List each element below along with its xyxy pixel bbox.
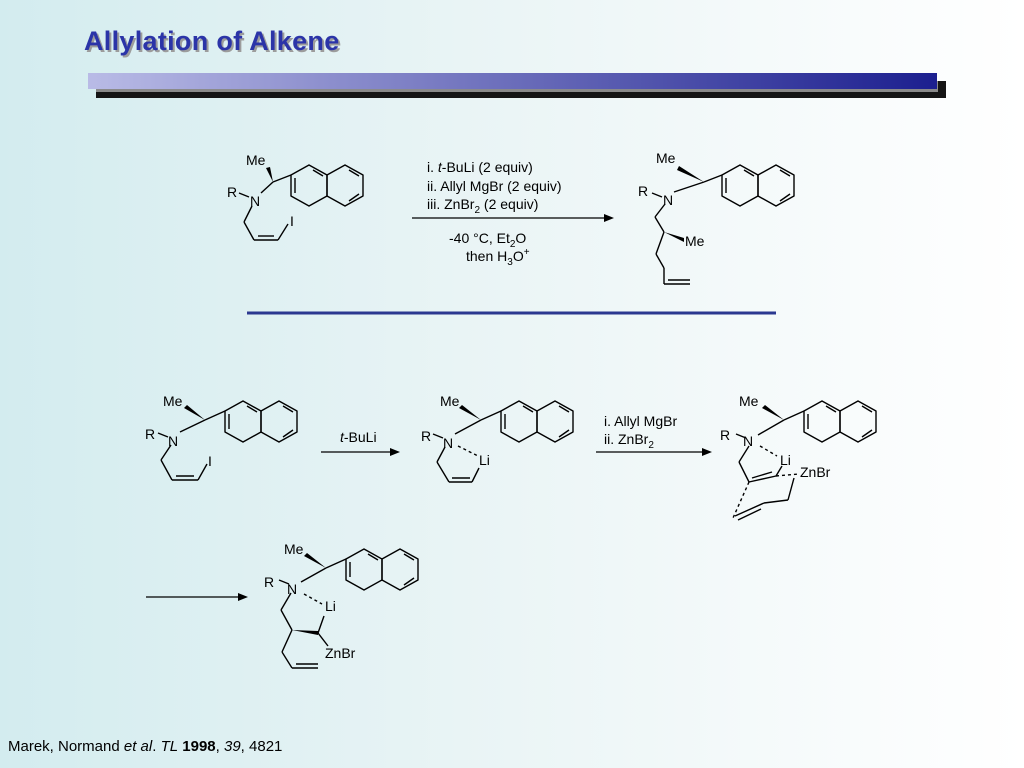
mech3-me-label: Me — [739, 393, 759, 409]
mechanism-arrow-1 — [321, 448, 400, 456]
product-me-label: Me — [656, 150, 676, 166]
product-me2-label: Me — [685, 233, 705, 249]
mech3-r-label: R — [720, 427, 730, 443]
mechanism-arrow-2-step2: ii. ZnBr2 — [604, 431, 654, 451]
mech3-n-label: N — [743, 433, 753, 449]
mech1-me-label: Me — [163, 393, 183, 409]
condition-workup: then H3O+ — [466, 247, 530, 268]
product-n-label: N — [663, 192, 673, 208]
mech2-n-label: N — [443, 435, 453, 451]
mech4-r-label: R — [264, 574, 274, 590]
mech1-n-label: N — [168, 433, 178, 449]
mech4-n-label: N — [287, 581, 297, 597]
substrate-n-label: N — [250, 193, 260, 209]
mechanism-arrow-3 — [146, 593, 248, 601]
condition-temperature: -40 °C, Et2O — [449, 230, 526, 250]
substrate-molecule — [238, 164, 364, 241]
product-molecule — [651, 164, 795, 285]
mechanism-vinyllithium — [432, 400, 574, 483]
top-reaction-arrow — [412, 214, 614, 222]
condition-step3: iii. ZnBr2 (2 equiv) — [427, 196, 538, 216]
mechanism-arrow-1-reagent: t-BuLi — [340, 429, 377, 445]
product-r-label: R — [638, 183, 648, 199]
condition-step1: i. t-BuLi (2 equiv) — [427, 159, 533, 175]
mech1-r-label: R — [145, 426, 155, 442]
substrate-me-label: Me — [246, 152, 266, 168]
literature-citation: Marek, Normand et al. TL 1998, 39, 4821 — [8, 738, 283, 755]
mechanism-transition-state — [732, 400, 877, 521]
substrate-r-label: R — [227, 184, 237, 200]
mech1-iodine-label: I — [208, 453, 212, 469]
mech2-li-label: Li — [479, 452, 490, 468]
mechanism-arrow-2 — [596, 448, 712, 456]
mech4-li-label: Li — [325, 598, 336, 614]
mech3-znbr-label: ZnBr — [800, 464, 831, 480]
mech2-me-label: Me — [440, 393, 460, 409]
mech3-li-label: Li — [780, 452, 791, 468]
mech4-me-label: Me — [284, 541, 304, 557]
mechanism-substrate — [157, 400, 298, 481]
substrate-iodine-label: I — [290, 213, 294, 229]
slide-title: Allylation of Alkene — [84, 26, 340, 56]
mechanism-arrow-2-step1: i. Allyl MgBr — [604, 413, 677, 429]
mechanism-dimetallic-intermediate — [278, 548, 419, 669]
title-bar — [88, 73, 946, 98]
mech2-r-label: R — [421, 428, 431, 444]
mech4-znbr-label: ZnBr — [325, 645, 356, 661]
condition-step2: ii. Allyl MgBr (2 equiv) — [427, 178, 562, 194]
